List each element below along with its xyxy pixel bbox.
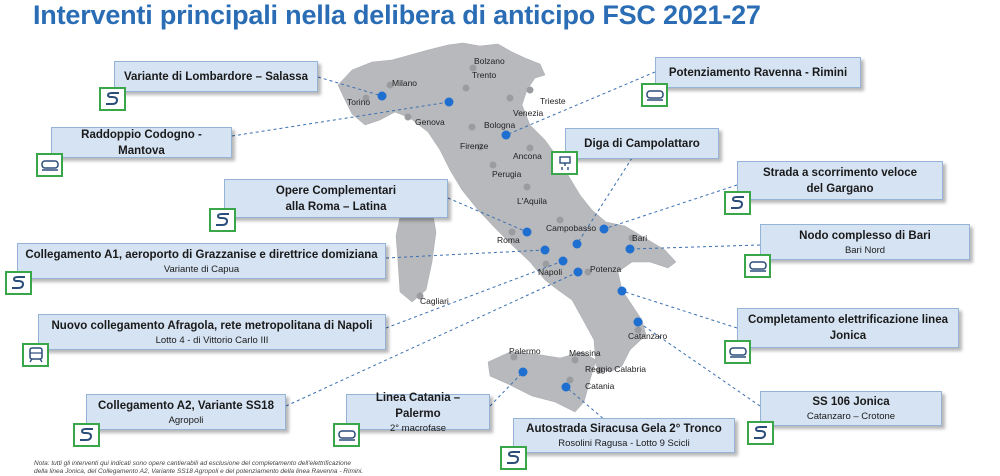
card-subtitle: Agropoli [168, 414, 204, 426]
card-title: Variante di Lombardore – Salassa [123, 70, 309, 83]
road-icon [99, 87, 126, 111]
train-icon [333, 423, 360, 447]
card-title: Opere Complementari alla Roma – Latina [275, 184, 397, 213]
city-label-catania: Catania [585, 381, 615, 391]
city-label-bologna: Bologna [484, 120, 516, 130]
card-collegamento-afragola[interactable]: Nuovo collegamento Afragola, rete metrop… [38, 314, 386, 350]
card-subtitle: Rosolini Ragusa - Lotto 9 Scicli [558, 438, 690, 449]
city-label-roma: Roma [497, 235, 520, 245]
card-strada-gargano[interactable]: Strada a scorrimento veloce del Gargano [737, 161, 943, 200]
card-collegamento-a1[interactable]: Collegamento A1, aeroporto di Grazzanise… [17, 243, 386, 279]
city-label-ancona: Ancona [513, 151, 542, 161]
metro-icon [22, 343, 49, 367]
road-icon [724, 191, 751, 215]
card-title: Autostrada Siracusa Gela 2° Tronco [526, 423, 722, 435]
card-potenziamento-ravenna-rimini[interactable]: Potenziamento Ravenna - Rimini [655, 57, 861, 88]
map-land [337, 42, 677, 413]
page-title: Interventi principali nella delibera di … [33, 0, 761, 30]
road-icon [73, 423, 100, 447]
road-icon [747, 421, 774, 445]
city-label-venezia: Venezia [513, 108, 544, 118]
card-diga-campolattaro[interactable]: Diga di Campolattaro [565, 128, 719, 159]
train-icon [744, 254, 771, 278]
card-title: Nodo complesso di Bari [799, 229, 931, 242]
card-subtitle: Bari Nord [844, 244, 886, 256]
card-subtitle: 2° macrofase [389, 422, 447, 434]
city-label-bari: Bari [632, 233, 648, 243]
card-title: Collegamento A1, aeroporto di Grazzanise… [25, 248, 378, 261]
city-label-messina: Messina [569, 348, 601, 358]
project-markers [377, 91, 643, 392]
city-label-napoli: Napoli [538, 267, 563, 277]
city-label-firenze: Firenze [460, 141, 489, 151]
city-label-bolzano: Bolzano [474, 56, 505, 66]
road-icon [209, 208, 236, 232]
card-title: Raddoppio Codogno - Mantova [81, 128, 202, 157]
city-label-laquila: L'Aquila [517, 196, 547, 206]
train-icon [641, 83, 668, 107]
train-icon [724, 340, 751, 364]
card-raddoppio-codogno[interactable]: Raddoppio Codogno - Mantova [51, 127, 232, 158]
city-label-catanzaro: Catanzaro [628, 331, 668, 341]
city-label-reggio-calabria: Reggio Calabria [585, 364, 646, 374]
city-label-trieste: Trieste [540, 96, 566, 106]
city-label-trento: Trento [472, 70, 497, 80]
road-icon [500, 446, 527, 470]
city-label-torino: Torino [347, 97, 371, 107]
card-title: Completamento elettrificazione linea Jon… [747, 314, 948, 342]
city-label-milano: Milano [392, 78, 418, 88]
card-linea-catania-palermo[interactable]: Linea Catania – Palermo 2° macrofase [346, 392, 490, 434]
dam-icon [551, 151, 578, 175]
road-icon [5, 271, 32, 295]
card-subtitle: Variante di Capua [163, 263, 240, 275]
card-title: Nuovo collegamento Afragola, rete metrop… [51, 319, 373, 332]
card-title: Potenziamento Ravenna - Rimini [668, 66, 848, 79]
city-label-campobasso: Campobasso [546, 223, 597, 233]
card-title: SS 106 Jonica [812, 396, 890, 408]
card-nodo-bari[interactable]: Nodo complesso di Bari Bari Nord [760, 224, 970, 260]
city-label-palermo: Palermo [509, 346, 541, 356]
card-subtitle: Lotto 4 - di Vittorio Carlo III [155, 334, 269, 346]
card-title: Diga di Campolattaro [584, 137, 700, 150]
train-icon [36, 153, 63, 177]
card-elettrificazione-jonica[interactable]: Completamento elettrificazione linea Jon… [737, 308, 959, 348]
card-collegamento-a2[interactable]: Collegamento A2, Variante SS18 Agropoli [86, 394, 286, 430]
city-label-genova: Genova [415, 117, 445, 127]
card-title: Strada a scorrimento veloce del Gargano [762, 166, 918, 195]
card-title: Collegamento A2, Variante SS18 [98, 399, 274, 412]
card-variante-lombardore[interactable]: Variante di Lombardore – Salassa [114, 61, 318, 92]
card-title: Linea Catania – Palermo [375, 391, 461, 420]
card-opere-roma-latina[interactable]: Opere Complementari alla Roma – Latina [224, 179, 448, 218]
card-autostrada-siracusa-gela[interactable]: Autostrada Siracusa Gela 2° Tronco Rosol… [513, 418, 735, 453]
card-ss106-jonica[interactable]: SS 106 Jonica Catanzaro – Crotone [760, 391, 942, 426]
card-subtitle: Catanzaro – Crotone [806, 411, 896, 422]
city-dots [362, 64, 642, 384]
connector-lines [231, 71, 761, 427]
city-label-cagliari: Cagliari [420, 296, 449, 306]
footnote: Nota: tutti gli interventi qui indicati … [34, 460, 364, 475]
city-label-potenza: Potenza [590, 264, 622, 274]
city-label-perugia: Perugia [492, 169, 522, 179]
